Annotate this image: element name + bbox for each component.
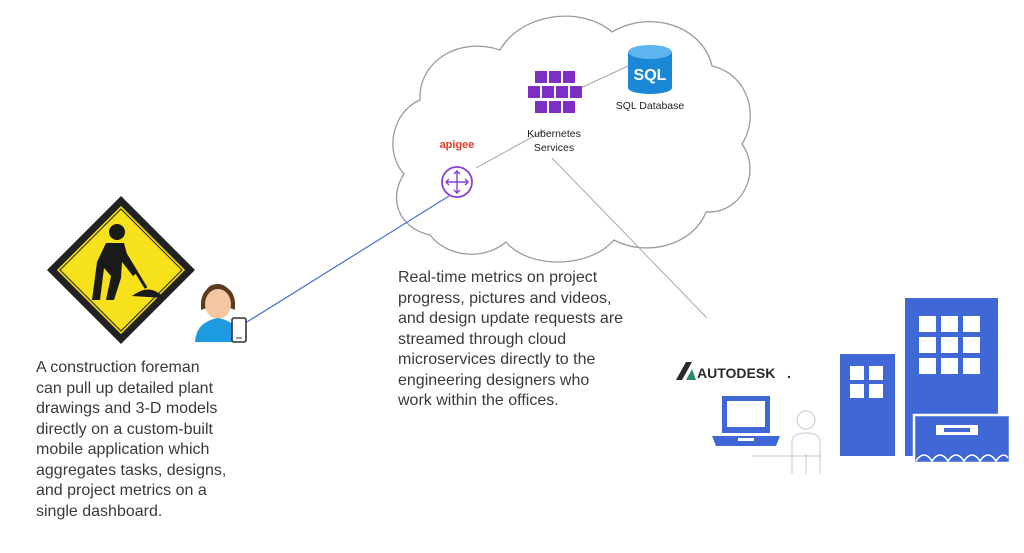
foreman-description-line: can pull up detailed plant xyxy=(36,379,214,397)
foreman-description-line: A construction foreman xyxy=(36,359,200,376)
sql-database-label: SQL Database xyxy=(616,100,685,112)
metrics-description-line: Real-time metrics on project xyxy=(398,269,598,286)
apigee-label: apigee xyxy=(440,139,475,151)
foreman-description-line: drawings and 3-D models xyxy=(36,400,218,417)
apigee-icon: apigee xyxy=(440,139,475,198)
autodesk-logo: AUTODESK . xyxy=(676,362,791,381)
connector-apigee-to-kubernetes xyxy=(475,129,546,169)
foreman-description-line: mobile application which xyxy=(36,441,210,458)
metrics-description-line: progress, pictures and videos, xyxy=(398,289,612,307)
foreman-description-line: directly on a custom-built xyxy=(36,420,213,438)
metrics-description: Real-time metrics on project progress, p… xyxy=(398,268,688,412)
foreman-description-line: single dashboard. xyxy=(36,502,163,520)
foreman-description-line: and project metrics on a xyxy=(36,482,207,499)
autodesk-logo-text: AUTODESK xyxy=(697,365,775,381)
connector-foreman-to-apigee xyxy=(246,195,450,323)
kubernetes-services-icon xyxy=(528,71,582,113)
sql-icon-text: SQL xyxy=(634,67,667,84)
kubernetes-label-line1: Kubernetes xyxy=(527,128,581,140)
metrics-description-line: streamed through cloud xyxy=(398,330,567,348)
laptop-icon xyxy=(712,396,780,446)
metrics-description-line: microservices directly to the xyxy=(398,351,596,368)
foreman-avatar-icon xyxy=(195,284,247,343)
connector-kubernetes-to-autodesk xyxy=(551,157,708,319)
office-buildings-icon xyxy=(840,298,1012,465)
foreman-description-line: aggregates tasks, designs, xyxy=(36,461,227,479)
autodesk-logo-mark xyxy=(676,362,696,380)
metrics-description-line: work within the offices. xyxy=(398,392,559,409)
foreman-description: A construction foreman can pull up detai… xyxy=(36,358,286,522)
construction-sign-icon xyxy=(47,196,195,344)
autodesk-logo-dot: . xyxy=(787,365,791,381)
sql-database-icon: SQL xyxy=(628,45,672,94)
kubernetes-label-line2: Services xyxy=(534,142,574,154)
designer-person-icon xyxy=(791,410,821,474)
metrics-description-line: and design update requests are xyxy=(398,310,624,327)
metrics-description-line: engineering designers who xyxy=(398,371,590,389)
